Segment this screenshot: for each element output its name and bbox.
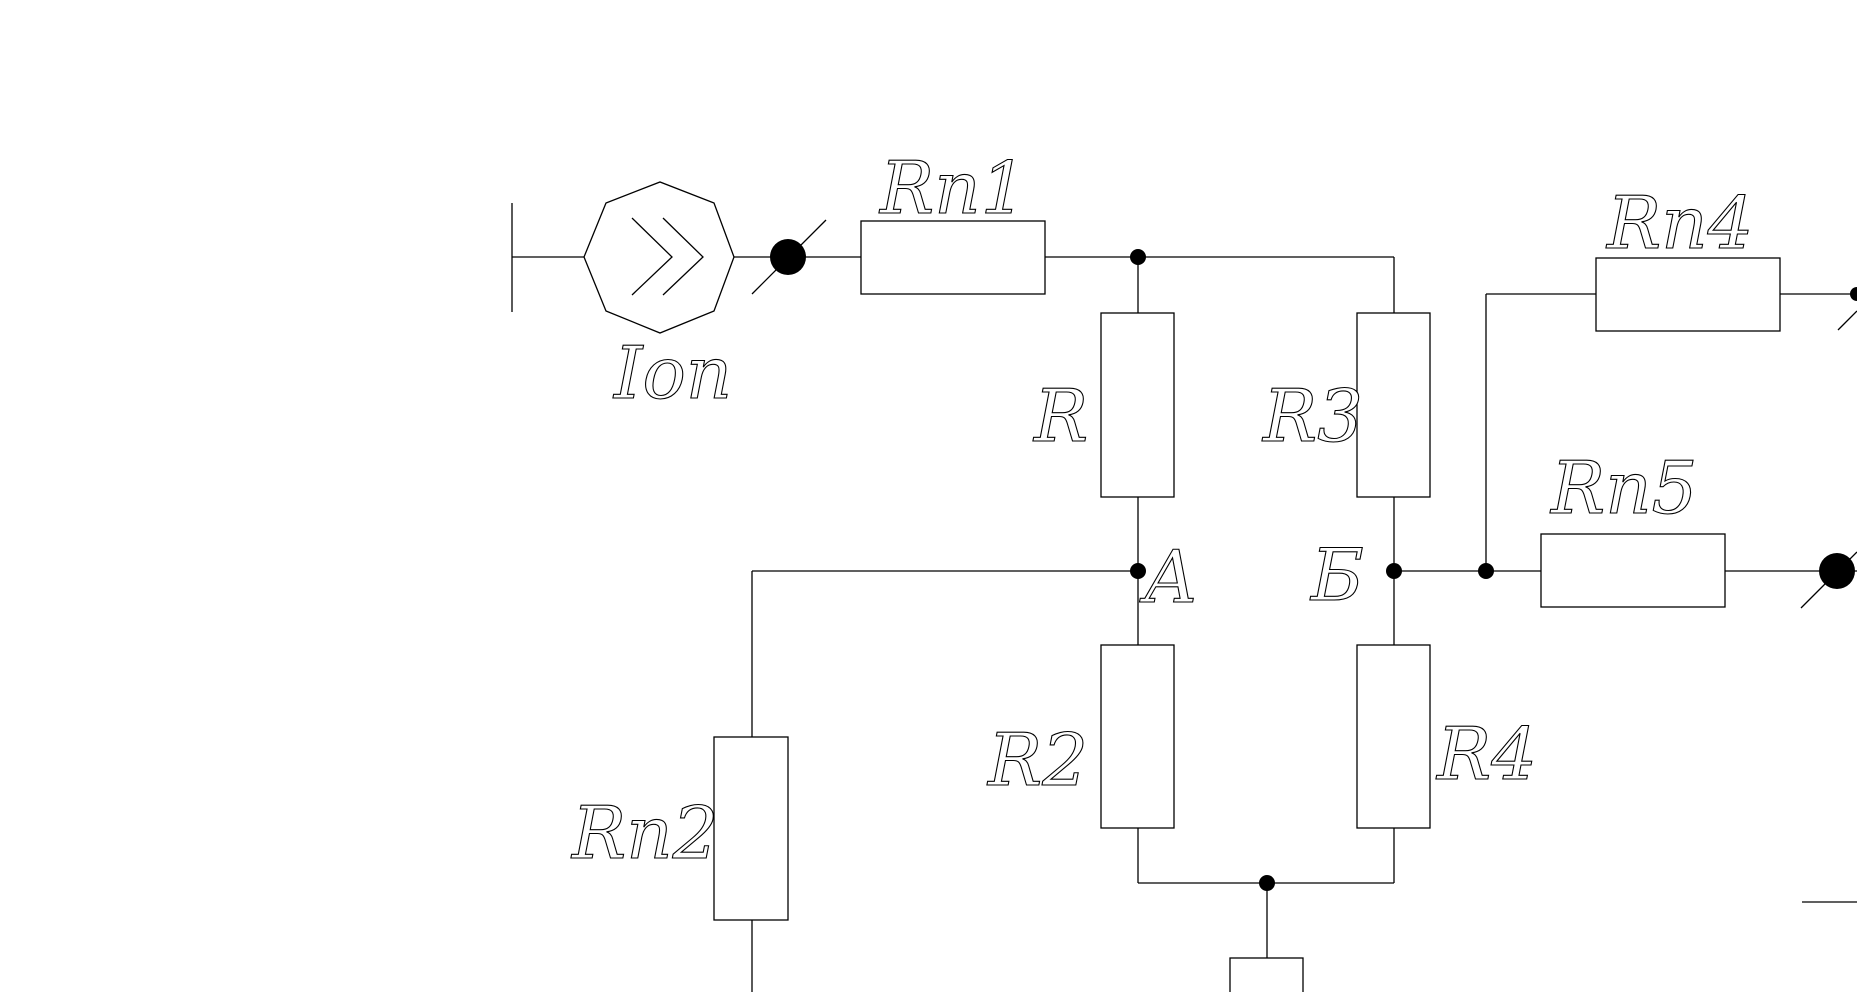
junction-node-a xyxy=(1130,563,1146,579)
resistor-rp1 xyxy=(860,220,1046,295)
resistors xyxy=(713,220,1781,992)
source-octagon xyxy=(583,181,735,334)
terminal-rp5-out xyxy=(1819,553,1855,589)
resistor-rp5 xyxy=(1540,533,1726,608)
source-chevron-1-icon xyxy=(631,217,673,296)
junctions xyxy=(1130,249,1494,891)
label-node-a: A xyxy=(1139,535,1197,619)
junction-top-left xyxy=(1130,249,1146,265)
junction-node-b xyxy=(1386,563,1402,579)
label-r: R xyxy=(1032,374,1088,458)
terminal-rp4-out xyxy=(1850,287,1857,301)
label-r2: R2 xyxy=(986,718,1088,802)
label-rp4: Rп4 xyxy=(1605,181,1753,265)
resistor-r2 xyxy=(1100,644,1175,829)
wires xyxy=(511,203,1857,992)
label-rp5: Rп5 xyxy=(1549,446,1697,530)
label-r4: R4 xyxy=(1435,712,1537,796)
label-node-b: Б xyxy=(1309,533,1364,617)
resistor-r3 xyxy=(1356,312,1431,498)
resistor-rp2 xyxy=(713,736,789,921)
label-source: Iоп xyxy=(612,331,732,415)
label-rp2: Rп2 xyxy=(570,791,718,875)
resistor-rp4 xyxy=(1595,257,1781,332)
resistor-r4 xyxy=(1356,644,1431,829)
label-r3: R3 xyxy=(1261,374,1363,458)
current-source-symbol xyxy=(583,181,735,334)
junction-riser xyxy=(1478,563,1494,579)
labels: Iоп Rп1 R R3 A Б R2 R4 Rп2 Rп4 Rп5 xyxy=(569,145,1753,875)
resistor-r xyxy=(1100,312,1175,498)
source-chevron-2-icon xyxy=(662,217,704,296)
terminal-rp4-slash xyxy=(1837,310,1857,331)
ground-block xyxy=(1229,957,1304,992)
terminals xyxy=(751,219,1857,609)
label-rp1: Rп1 xyxy=(878,146,1026,230)
junction-bottom xyxy=(1259,875,1275,891)
terminal-left xyxy=(770,239,806,275)
